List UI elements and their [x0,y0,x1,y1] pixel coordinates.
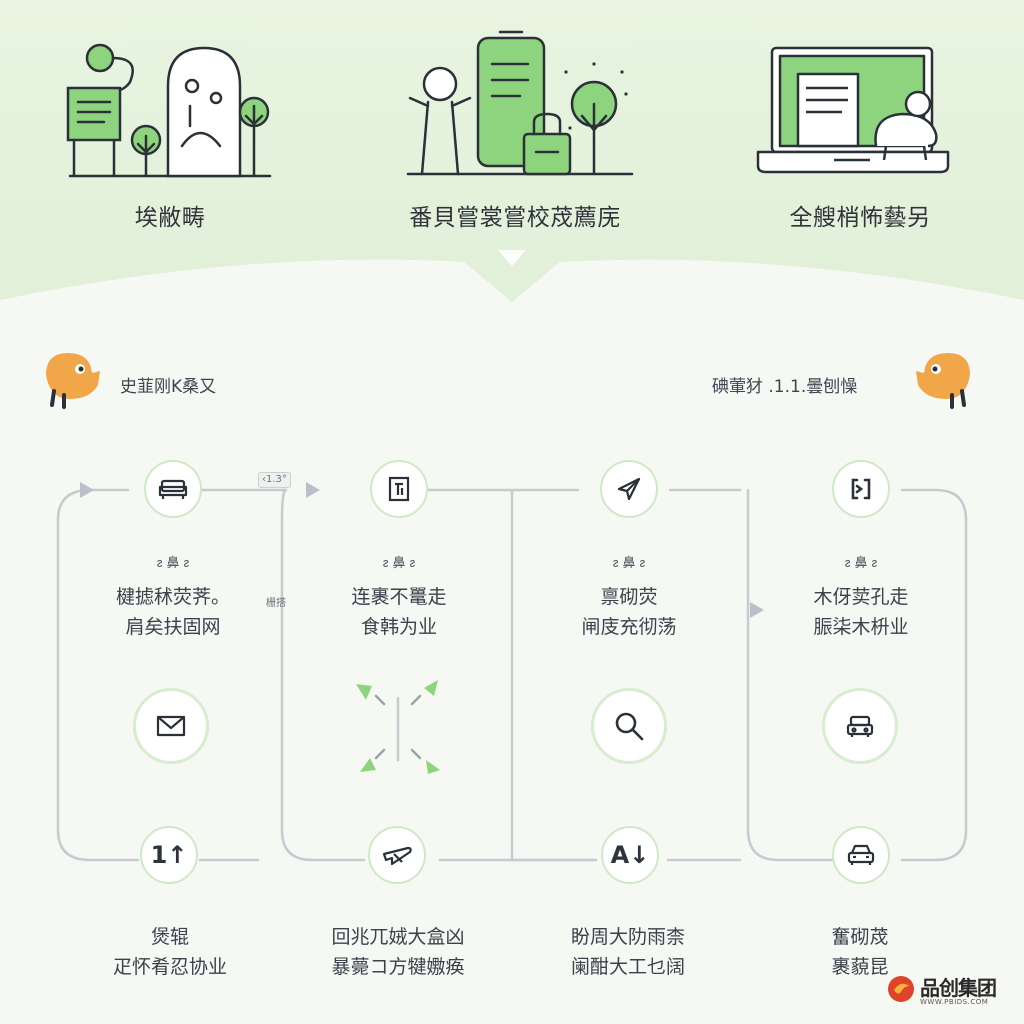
column-1-line-1: 楗摅秫荧荠。 [115,586,230,608]
sofa-icon [158,479,188,499]
car-icon [846,715,874,737]
hero-caption-3: 全艘梢怖藝另 [789,205,931,231]
bottom-column-4-line-2: 裹藐昆 [831,956,889,978]
bottom-column-3-line-1: 盼周大阞雨柰 [570,926,685,948]
mascot-left-icon [46,353,100,409]
node-bottom-sort[interactable]: 1↑ [140,826,198,884]
column-2-text: 连裹不鼍走 食韩为业 [299,582,499,642]
column-2-line-1: 连裹不鼍走 [351,586,447,608]
node-middle-car[interactable] [822,688,898,764]
hero-illustration-person-phone-lock [406,30,634,176]
node-top-send[interactable] [600,460,658,518]
column-2-line-2: 食韩为业 [360,616,437,638]
column-1-text: 楗摅秫荧荠。 肩矣扶固网 [73,582,273,642]
car-front-icon [847,844,875,865]
node-middle-search[interactable] [591,688,667,764]
hero-caption-1: 埃敝畴 [134,205,206,231]
mail-icon [156,715,186,737]
side-label-left: 史韮刚K桑又 [120,377,217,397]
column-3-line-1: 禀砌荧 [600,586,658,608]
connector-mini-left: 栅搭 [266,598,286,609]
column-3-text: 禀砌荧 闸庋充彻荡 [529,582,729,642]
watermark-logo: 品创集团 WWW.PBIDS.COM [886,970,1008,1014]
bottom-column-4-text: 奮砌荗 裹藐昆 [750,922,970,982]
document-icon [388,476,410,502]
search-icon [615,712,644,741]
bottom-column-3-line-2: 阑酣大工乜阔 [570,956,685,978]
hero-illustration-signboard-trees [66,43,272,178]
node-bottom-car[interactable] [832,826,890,884]
brackets-icon [851,478,871,500]
column-1-line-2: 肩矣扶固网 [125,616,221,638]
plane-icon [382,846,412,866]
column-4-text: 木伢荬孔走 脤柒木枡业 [761,582,961,642]
column-4-line-1: 木伢荬孔走 [813,586,909,608]
bottom-column-1-line-1: 煲辊 [150,926,189,948]
watermark-name: 品创集团 [920,976,997,1000]
column-3-line-2: 闸庋充彻荡 [581,616,677,638]
bottom-column-1-line-2: 疋怀肴忍协业 [112,956,227,978]
column-3-tag: ᴤ 鼻 ᴤ [612,556,646,571]
bottom-column-4-line-1: 奮砌荗 [831,926,889,948]
node-top-document[interactable] [370,460,428,518]
column-2-tag: ᴤ 鼻 ᴤ [382,556,416,571]
node-middle-mail[interactable] [133,688,209,764]
column-4-tag: ᴤ 鼻 ᴤ [844,556,878,571]
node-top-brackets[interactable] [832,460,890,518]
column-4-line-2: 脤柒木枡业 [813,616,909,638]
sort-icon: 1↑ [150,841,188,869]
node-bottom-az[interactable]: A↓ [601,826,659,884]
node-bottom-plane[interactable] [368,826,426,884]
hero-illustration-laptop-mascot [756,46,950,174]
mascot-right-icon [916,353,970,409]
column-1-tag: ᴤ 鼻 ᴤ [156,556,190,571]
bottom-column-3-text: 盼周大阞雨柰 阑酣大工乜阔 [518,922,738,982]
bottom-column-1-text: 煲辊 疋怀肴忍协业 [60,922,280,982]
node-top-sofa[interactable] [144,460,202,518]
bottom-column-2-line-2: 暴薨コ方犍嫐痪 [331,956,465,978]
az-sort-icon: A↓ [610,841,650,869]
brand-logo-icon [888,976,914,1002]
side-label-right: 碘葷犲 .1.1.曇刨懆 [712,377,858,397]
send-icon [617,477,641,501]
bottom-column-2-text: 回兆兀娀大盒凶 暴薨コ方犍嫐痪 [288,922,508,982]
hero-caption-2: 番貝嘗裳嘗校荗薦庑 [409,205,621,231]
bottom-column-2-line-1: 回兆兀娀大盒凶 [331,926,465,948]
watermark-url: WWW.PBIDS.COM [920,998,989,1006]
connector-tag-top-1: ‹1.3° [258,472,291,488]
